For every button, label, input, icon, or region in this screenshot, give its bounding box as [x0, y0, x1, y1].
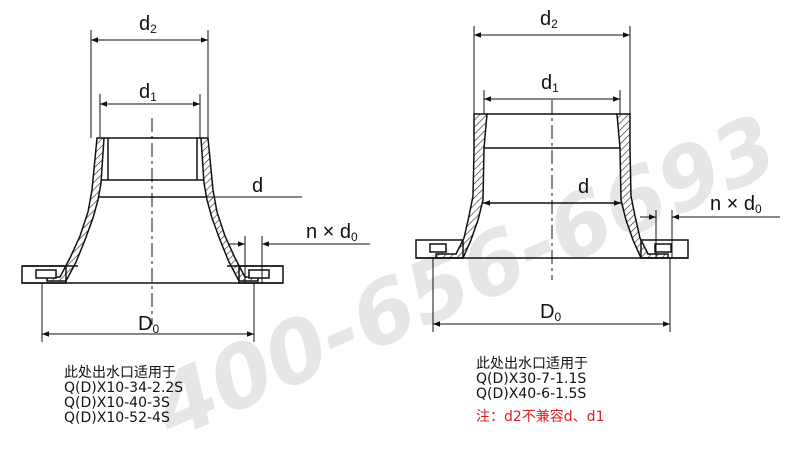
- left-note-line: Q(D)X10-52-4S: [64, 410, 170, 426]
- right-label-d2: d2: [540, 8, 558, 31]
- left-wall-left: [46, 137, 105, 282]
- left-label-d2: d2: [139, 13, 157, 36]
- right-label-n-d0: n × d0: [710, 193, 762, 216]
- right-outlet-diagram: [415, 26, 780, 332]
- left-note-line: Q(D)X10-40-3S: [64, 395, 170, 411]
- right-note-line: Q(D)X30-7-1.1S: [476, 371, 587, 387]
- left-wall-right: [200, 137, 259, 282]
- right-note-line: Q(D)X40-6-1.5S: [476, 386, 587, 402]
- left-note-line: 此处出水口适用于: [64, 365, 176, 381]
- right-label-d: d: [578, 176, 589, 198]
- left-note-line: Q(D)X10-34-2.2S: [64, 380, 184, 396]
- right-note-warning: 注：d2不兼容d、d1: [476, 409, 605, 425]
- right-label-d1: d1: [541, 72, 559, 95]
- left-label-D0: D0: [138, 313, 159, 336]
- right-wall-right: [616, 113, 669, 259]
- left-label-d: d: [252, 175, 263, 197]
- left-outlet-diagram: [21, 30, 370, 342]
- right-label-D0: D0: [540, 301, 561, 324]
- right-notes: 此处出水口适用于 Q(D)X30-7-1.1S Q(D)X40-6-1.5S 注…: [476, 357, 604, 425]
- left-notes: 此处出水口适用于 Q(D)X10-34-2.2S Q(D)X10-40-3S Q…: [64, 366, 183, 426]
- right-note-line: 此处出水口适用于: [476, 356, 588, 372]
- left-label-d1: d1: [139, 81, 157, 104]
- left-label-n-d0: n × d0: [306, 221, 358, 244]
